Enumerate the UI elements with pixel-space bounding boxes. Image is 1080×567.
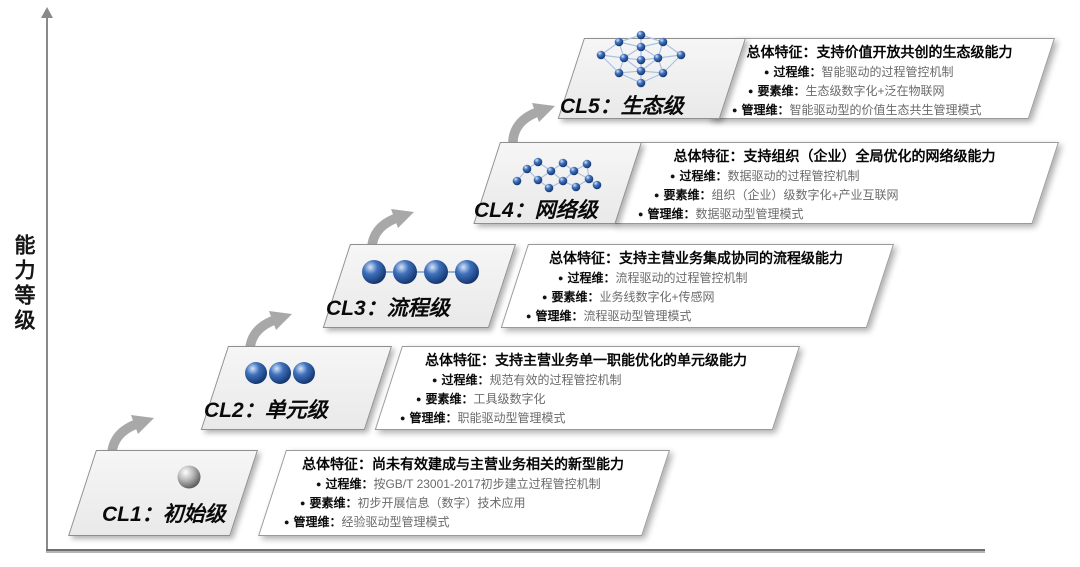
- bullet-management: ●管理维：职能驱动型管理模式: [400, 409, 784, 428]
- bullet-text: 按GB/T 23001-2017初步建立过程管控机制: [373, 477, 601, 491]
- bullet-label: 要素维：: [425, 392, 474, 406]
- feature-title: 总体特征：尚未有效建成与主营业务相关的新型能力: [302, 456, 624, 472]
- bullet-text: 智能驱动型的价值生态共生管理模式: [789, 103, 982, 117]
- bullet-icon: ●: [526, 311, 532, 321]
- bullet-text: 数据驱动型管理模式: [695, 207, 804, 221]
- feature-title: 总体特征：支持组织（企业）全局优化的网络级能力: [673, 148, 996, 164]
- bullet-label: 管理维：: [293, 515, 342, 529]
- bullet-process: ●过程维：流程驱动的过程管控机制: [558, 269, 878, 288]
- bullet-label: 要素维：: [663, 188, 712, 202]
- bullet-label: 管理维：: [409, 411, 458, 425]
- feature-title: 总体特征：支持价值开放共创的生态级能力: [746, 44, 1013, 60]
- y-axis-arrowhead: [41, 7, 53, 18]
- bullet-process: ●过程维：按GB/T 23001-2017初步建立过程管控机制: [316, 475, 654, 494]
- bullet-icon: ●: [558, 273, 564, 283]
- bullet-label: 过程维：: [679, 169, 728, 183]
- bullet-text: 初步开展信息（数字）技术应用: [357, 496, 526, 510]
- bullet-process: ●过程维：数据驱动的过程管控机制: [670, 167, 1043, 186]
- bullet-label: 过程维：: [773, 65, 822, 79]
- bullet-label: 要素维：: [757, 84, 806, 98]
- bullet-management: ●管理维：智能驱动型的价值生态共生管理模式: [732, 101, 1039, 120]
- bullet-element: ●要素维：组织（企业）级数字化+产业互联网: [654, 186, 1043, 205]
- bullet-label: 过程维：: [441, 373, 490, 387]
- bullet-element: ●要素维：生态级数字化+泛在物联网: [748, 82, 1039, 101]
- bullet-process: ●过程维：智能驱动的过程管控机制: [764, 63, 1039, 82]
- bullet-label: 要素维：: [551, 290, 600, 304]
- bullet-text: 数据驱动的过程管控机制: [727, 169, 860, 183]
- bullet-icon: ●: [638, 209, 644, 219]
- bullet-process: ●过程维：规范有效的过程管控机制: [432, 371, 784, 390]
- x-axis-line: [46, 549, 985, 553]
- bullet-icon: ●: [432, 375, 438, 385]
- level-description: 总体特征：支持主营业务单一职能优化的单元级能力 ●过程维：规范有效的过程管控机制…: [388, 348, 784, 428]
- bullet-label: 过程维：: [567, 271, 616, 285]
- bullet-label: 管理维：: [647, 207, 696, 221]
- bullet-icon: ●: [316, 479, 322, 489]
- bullet-text: 流程驱动型管理模式: [583, 309, 692, 323]
- bullet-label: 管理维：: [535, 309, 584, 323]
- bullet-text: 智能驱动的过程管控机制: [821, 65, 954, 79]
- level-label: CL4：网络级: [474, 199, 598, 222]
- chained-spheres-icon: [362, 260, 479, 284]
- bullet-icon: ●: [654, 190, 660, 200]
- network-graph-icon: [512, 157, 602, 193]
- bullet-label: 要素维：: [309, 496, 358, 510]
- level-label: CL5：生态级: [560, 95, 684, 118]
- bullet-text: 规范有效的过程管控机制: [489, 373, 622, 387]
- level-label: CL1：初始级: [102, 503, 226, 526]
- bullet-element: ●要素维：初步开展信息（数字）技术应用: [300, 494, 654, 513]
- bullet-element: ●要素维：业务线数字化+传感网: [542, 288, 878, 307]
- feature-title: 总体特征：支持主营业务单一职能优化的单元级能力: [425, 352, 747, 368]
- bullet-element: ●要素维：工具级数字化: [416, 390, 784, 409]
- bullet-text: 流程驱动的过程管控机制: [615, 271, 748, 285]
- bullet-text: 组织（企业）级数字化+产业互联网: [711, 188, 899, 202]
- bullet-icon: ●: [764, 67, 770, 77]
- bullet-text: 生态级数字化+泛在物联网: [805, 84, 945, 98]
- level-description: 总体特征：支持价值开放共创的生态级能力 ●过程维：智能驱动的过程管控机制 ●要素…: [720, 40, 1039, 120]
- level-description: 总体特征：支持主营业务集成协同的流程级能力 ●过程维：流程驱动的过程管控机制 ●…: [514, 246, 878, 326]
- bullet-management: ●管理维：数据驱动型管理模式: [638, 205, 1043, 224]
- bullet-text: 经验驱动型管理模式: [341, 515, 450, 529]
- bullet-icon: ●: [670, 171, 676, 181]
- level-description: 总体特征：支持组织（企业）全局优化的网络级能力 ●过程维：数据驱动的过程管控机制…: [626, 144, 1043, 224]
- bullet-text: 业务线数字化+传感网: [599, 290, 715, 304]
- level-description: 总体特征：尚未有效建成与主营业务相关的新型能力 ●过程维：按GB/T 23001…: [272, 452, 654, 532]
- bullet-icon: ●: [400, 413, 406, 423]
- bullet-management: ●管理维：经验驱动型管理模式: [284, 513, 654, 532]
- three-spheres-icon: [245, 362, 315, 384]
- bullet-icon: ●: [284, 517, 290, 527]
- feature-title: 总体特征：支持主营业务集成协同的流程级能力: [549, 250, 843, 266]
- level-label: CL2：单元级: [204, 399, 328, 422]
- bullet-icon: ●: [732, 105, 738, 115]
- bullet-icon: ●: [542, 292, 548, 302]
- level-label: CL3：流程级: [326, 297, 450, 320]
- bullet-label: 过程维：: [325, 477, 374, 491]
- bullet-label: 管理维：: [741, 103, 790, 117]
- bullet-text: 工具级数字化: [473, 392, 546, 406]
- gray-sphere-icon: [177, 465, 201, 489]
- bullet-icon: ●: [300, 498, 306, 508]
- bullet-text: 职能驱动型管理模式: [457, 411, 566, 425]
- y-axis-line: [46, 16, 48, 552]
- lattice-network-icon: [596, 30, 686, 88]
- bullet-icon: ●: [416, 394, 422, 404]
- bullet-management: ●管理维：流程驱动型管理模式: [526, 307, 878, 326]
- y-axis-label: 能力等级: [12, 234, 35, 334]
- bullet-icon: ●: [748, 86, 754, 96]
